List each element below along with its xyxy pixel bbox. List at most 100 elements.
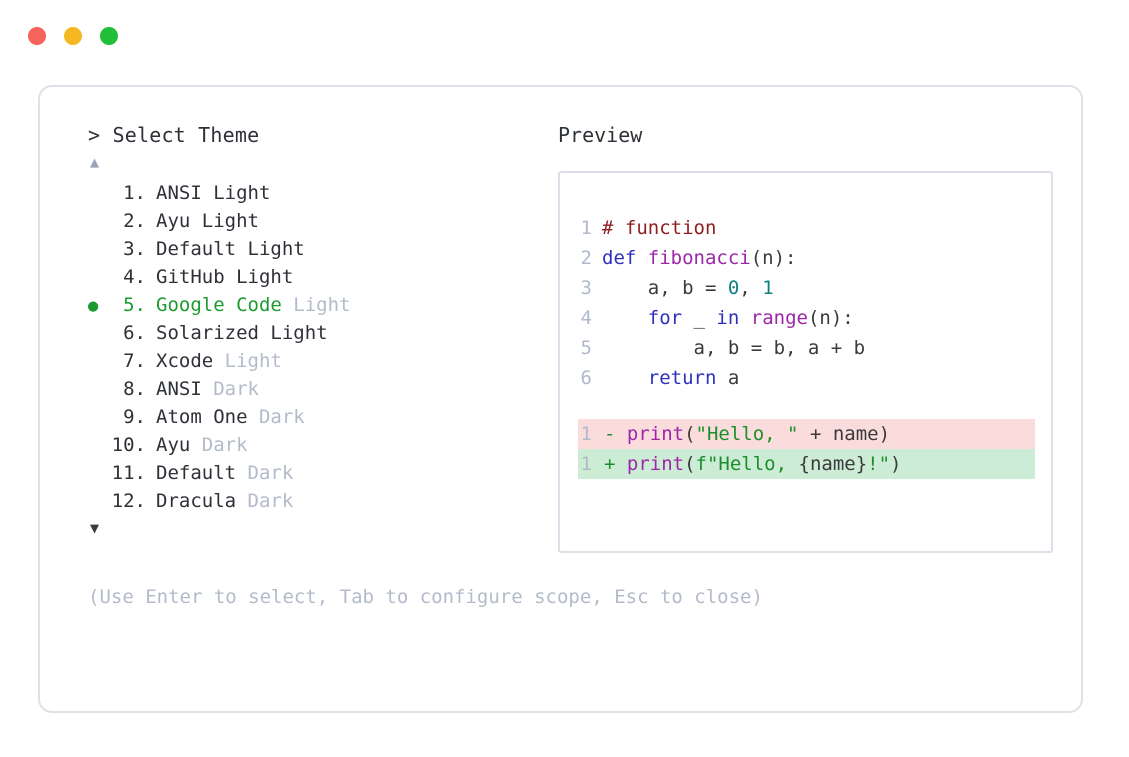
minimize-icon[interactable] (64, 27, 82, 45)
diff-line-plus: 1 + print(f"Hello, {name}!") (578, 449, 1035, 479)
code-token-plain: , (739, 277, 763, 299)
code-token-fn: range (750, 307, 808, 329)
theme-list-item[interactable]: ●6.Solarized Light (88, 319, 546, 347)
bullet-placeholder: ● (88, 348, 110, 376)
code-line-text: def fibonacci(n): (602, 243, 796, 273)
theme-item-index: 9. (123, 406, 146, 428)
selected-bullet-icon: ● (88, 296, 99, 316)
code-line: 5 a, b = b, a + b (578, 333, 1035, 363)
code-token-str: f"Hello, (695, 453, 799, 475)
code-line: 1 # function (578, 213, 1035, 243)
window-titlebar (0, 0, 1129, 72)
code-token-plain: (n): (807, 307, 854, 329)
bullet-placeholder: ● (88, 208, 110, 236)
theme-item-variant: Dark (236, 462, 294, 484)
theme-item-variant: Dark (190, 434, 248, 456)
bullet-placeholder: ● (88, 488, 110, 516)
theme-item-index: 5. (123, 294, 146, 316)
code-line-text: - print("Hello, " + name) (602, 419, 892, 449)
code-line-text: return a (602, 363, 740, 393)
code-line: 3 a, b = 0, 1 (578, 273, 1035, 303)
code-line-text: # function (602, 213, 716, 243)
theme-item-name: Dracula (156, 490, 237, 512)
code-token-plain: {name} (798, 453, 868, 475)
theme-item-name: Atom One (156, 406, 248, 428)
code-line-text: a, b = 0, 1 (602, 273, 774, 303)
code-line-number: 1 (580, 217, 592, 239)
theme-item-variant: Dark (201, 378, 259, 400)
maximize-icon[interactable] (100, 27, 118, 45)
theme-item-index: 10. (111, 434, 146, 456)
theme-item-index: 3. (123, 238, 146, 260)
code-token-kw: for (647, 307, 683, 329)
code-token-num: 0 (727, 277, 740, 299)
bullet-placeholder: ● (88, 236, 110, 264)
two-column-layout: > Select Theme ▲ ●1.ANSI Light●2.Ayu Lig… (66, 121, 1053, 611)
theme-item-index: 4. (123, 266, 146, 288)
theme-item-name: GitHub Light (156, 266, 294, 288)
code-line-number: 5 (580, 337, 592, 359)
theme-list-item[interactable]: ● 3. Default Light (88, 235, 546, 263)
code-line: 4 for _ in range(n): (578, 303, 1035, 333)
close-icon[interactable] (28, 27, 46, 45)
theme-list-item[interactable]: ●12. Dracula Dark (88, 487, 546, 515)
code-line-number: 4 (580, 307, 592, 329)
code-token-comment: # function (602, 217, 717, 239)
code-token-plain: ( (684, 423, 696, 445)
theme-list-item[interactable]: ●10. Ayu Dark (88, 431, 546, 459)
theme-item-name: Default Light (156, 238, 305, 260)
theme-item-index: 8. (123, 378, 146, 400)
scroll-up-icon[interactable]: ▲ (90, 153, 100, 171)
bullet-placeholder: ● (88, 404, 110, 432)
code-token-plain: a (716, 367, 740, 389)
theme-item-name: ANSI (156, 378, 202, 400)
bullet-placeholder: ● (88, 376, 110, 404)
theme-list-item[interactable]: ●5.Google Code Light (88, 291, 546, 319)
theme-list-item[interactable]: ● 8. ANSI Dark (88, 375, 546, 403)
theme-item-name: Default (156, 462, 237, 484)
theme-item-index: 7. (123, 350, 146, 372)
theme-list-item[interactable]: ●11.Default Dark (88, 459, 546, 487)
theme-item-name: Ayu (156, 434, 191, 456)
code-token-kw: return (647, 367, 717, 389)
theme-list-item[interactable]: ●1.ANSI Light (88, 179, 546, 207)
card-content: > Select Theme ▲ ●1.ANSI Light●2.Ayu Lig… (40, 87, 1081, 711)
code-token-marker: - (604, 423, 627, 445)
bullet-placeholder: ● (88, 460, 110, 488)
code-token-plain: + name) (798, 423, 891, 445)
code-token-plain (602, 307, 648, 329)
bullet-placeholder: ● (88, 432, 110, 460)
theme-item-variant: Dark (236, 490, 294, 512)
theme-item-variant: Light (213, 350, 282, 372)
code-line-number: 6 (580, 367, 592, 389)
code-line-number: 2 (580, 247, 592, 269)
bullet-placeholder: ● (88, 180, 110, 208)
page-title: > Select Theme (88, 123, 260, 147)
code-token-kw: in (716, 307, 740, 329)
code-line-number: 1 (580, 423, 592, 445)
code-token-fn: fibonacci (647, 247, 751, 269)
code-line-number: 3 (580, 277, 592, 299)
code-line-text: a, b = b, a + b (602, 333, 866, 363)
bullet-placeholder: ● (88, 264, 110, 292)
theme-list-item[interactable]: ● 4. GitHub Light (88, 263, 546, 291)
code-token-plain: a, b = (602, 277, 728, 299)
diff-line-minus: 1 - print("Hello, " + name) (578, 419, 1035, 449)
theme-item-index: 12. (111, 490, 146, 512)
theme-list-column: > Select Theme ▲ ●1.ANSI Light●2.Ayu Lig… (66, 121, 763, 611)
theme-item-name: Ayu Light (156, 210, 259, 232)
theme-list-item[interactable]: ●7.Xcode Light (88, 347, 546, 375)
code-token-plain: (n): (750, 247, 797, 269)
theme-list-item[interactable]: ●9.Atom One Dark (88, 403, 546, 431)
theme-item-index: 2. (123, 210, 146, 232)
code-line-number: 1 (580, 453, 592, 475)
code-line: 2 def fibonacci(n): (578, 243, 1035, 273)
theme-item-name: Solarized Light (156, 322, 328, 344)
code-token-str: !" (867, 453, 891, 475)
scroll-down-icon[interactable]: ▼ (90, 519, 100, 537)
code-line-text: + print(f"Hello, {name}!") (602, 449, 903, 479)
bullet-placeholder: ● (88, 320, 110, 348)
theme-list-item[interactable]: ● 2. Ayu Light (88, 207, 546, 235)
code-token-str: "Hello, " (695, 423, 799, 445)
